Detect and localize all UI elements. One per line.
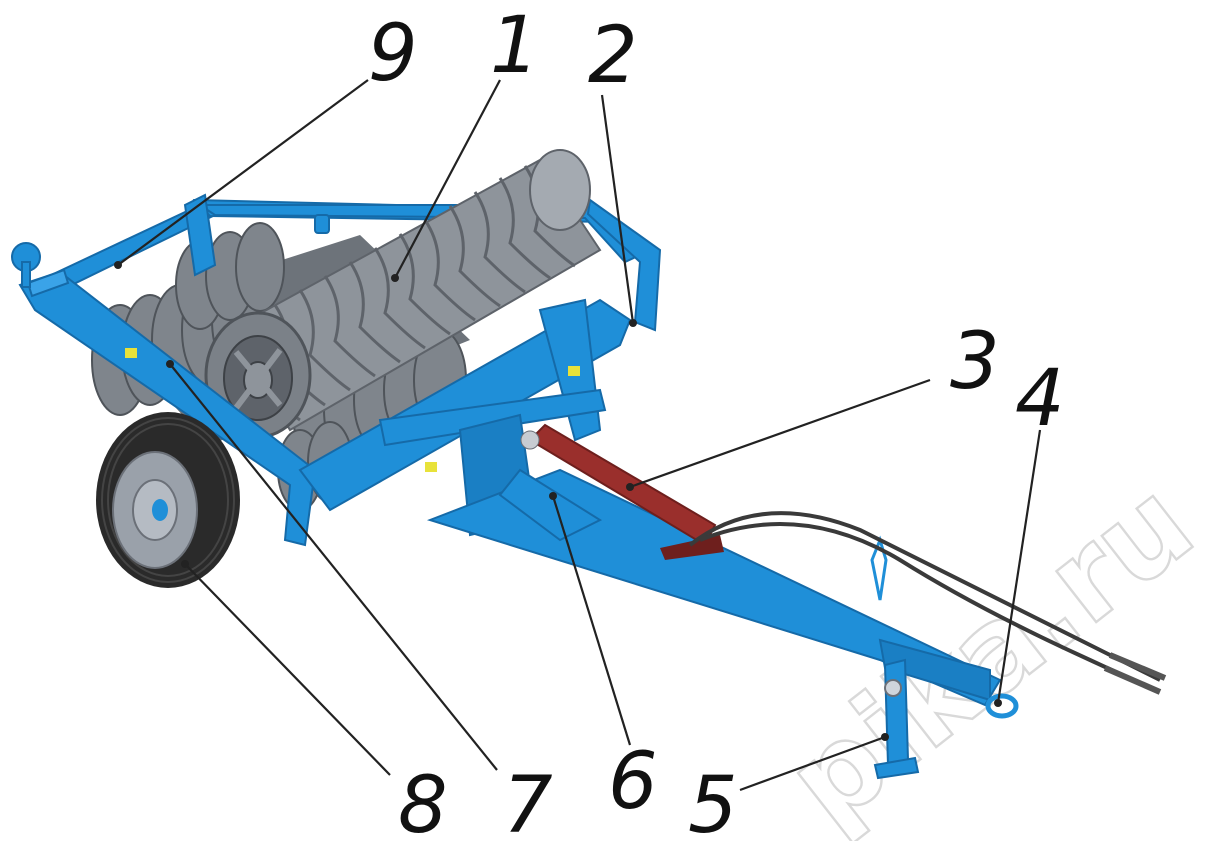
callout-6: 6 — [608, 737, 658, 827]
transport-wheel — [96, 412, 240, 588]
callout-2: 2 — [588, 11, 638, 101]
hydraulic-cylinder — [520, 423, 724, 560]
leader-line-9 — [117, 79, 369, 266]
leader-dot-4 — [994, 699, 1002, 707]
leader-line-8 — [184, 563, 391, 776]
callout-numbers: 9 1 2 3 4 5 6 7 8 — [368, 1, 1065, 841]
leader-line-1 — [394, 79, 501, 279]
callout-9: 9 — [368, 9, 418, 99]
drawbar — [426, 468, 1019, 780]
leader-dot-3 — [626, 483, 634, 491]
callout-3: 3 — [950, 317, 1000, 407]
leader-line-2 — [600, 94, 635, 324]
roller-machine-illustration — [11, 149, 1167, 780]
leader-dot-2 — [629, 319, 637, 327]
leader-dot-1 — [391, 274, 399, 282]
leader-dot-6 — [549, 492, 557, 500]
callout-7: 7 — [503, 761, 553, 841]
callout-1: 1 — [490, 1, 540, 91]
leader-line-3 — [629, 378, 931, 489]
leader-line-7 — [169, 363, 498, 771]
leader-line-6 — [551, 495, 632, 746]
callout-8: 8 — [398, 761, 448, 841]
callout-4: 4 — [1015, 354, 1065, 444]
hydraulic-hoses — [688, 511, 1167, 695]
callout-5: 5 — [688, 761, 738, 841]
leader-dot-8 — [181, 560, 189, 568]
leader-dot-7 — [166, 360, 174, 368]
main-roller — [204, 149, 602, 439]
leader-dot-5 — [881, 733, 889, 741]
watermark-text: pika.ru — [762, 454, 1217, 841]
leader-lines — [114, 79, 1042, 792]
leader-dot-9 — [114, 261, 122, 269]
leader-line-4 — [996, 429, 1042, 704]
watermark: pika.ru — [761, 453, 1219, 841]
leader-line-5 — [739, 735, 886, 792]
